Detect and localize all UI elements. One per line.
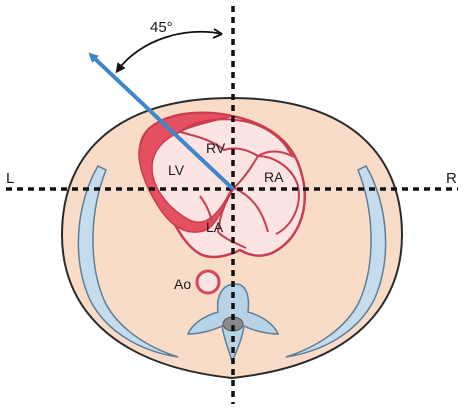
label-aorta: Ao	[174, 276, 191, 292]
label-right-ventricle: RV	[206, 140, 226, 156]
angle-arc	[115, 30, 223, 74]
label-left-atrium: LA	[206, 219, 224, 235]
right-ventricle-wall	[177, 118, 295, 159]
label-right-atrium: RA	[264, 169, 284, 185]
label-left-ventricle: LV	[168, 162, 185, 178]
label-left-side: L	[6, 170, 14, 187]
left-ventricle-wall	[138, 112, 233, 233]
aorta	[195, 269, 221, 295]
angle-arc-start	[212, 28, 223, 39]
heart	[138, 111, 306, 259]
label-right-side: R	[446, 170, 457, 187]
beam-direction-arrow	[88, 52, 235, 191]
septum	[199, 155, 269, 249]
right-rib	[285, 165, 387, 358]
left-rib	[77, 165, 179, 358]
label-angle: 45°	[150, 19, 173, 36]
right-atrium-wall	[257, 155, 300, 235]
